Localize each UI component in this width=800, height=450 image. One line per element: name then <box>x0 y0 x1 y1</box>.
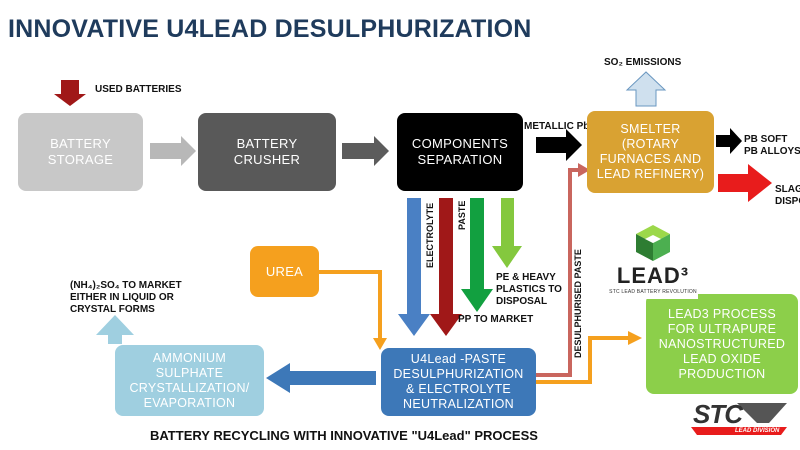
components-separation-line-2: SEPARATION <box>417 152 503 167</box>
pb-soft-arrow <box>716 128 742 154</box>
desulphurised-paste-label: DESULPHURISED PASTE <box>573 249 583 358</box>
nh4-label-2: EITHER IN LIQUID OR <box>70 292 174 303</box>
nh4-label-1: (NH₄)₂SO₄ TO MARKET <box>70 280 182 291</box>
lead3-logo: LEAD³ STC LEAD BATTERY REVOLUTION <box>608 221 698 299</box>
used-batteries-label: USED BATTERIES <box>95 84 182 95</box>
desulphurised-paste-line <box>536 168 580 377</box>
so2-emissions-arrow <box>625 71 667 107</box>
u4lead-line-2: DESULPHURIZATION <box>393 367 524 381</box>
u4lead-line-3: & ELECTROLYTE <box>405 382 512 396</box>
urea-feed-arrowhead <box>373 338 387 350</box>
ammonium-line-2: SULPHATE <box>155 365 224 380</box>
pp-to-market-label: PP TO MARKET <box>458 314 534 325</box>
slag-label-2: DISPO <box>775 196 800 207</box>
slag-label-1: SLAG <box>775 184 800 195</box>
u4lead-line-1: U4Lead -PASTE <box>410 352 507 366</box>
lead3-line-3: NANOSTRUCTURED <box>658 336 786 351</box>
ammonium-line-1: AMMONIUM <box>152 350 227 365</box>
battery-storage-line-1: BATTERY <box>50 136 111 151</box>
storage-to-crusher-arrow <box>150 136 196 166</box>
footer-caption: BATTERY RECYCLING WITH INNOVATIVE "U4Lea… <box>150 428 538 443</box>
u4lead-to-lead3-line <box>536 336 630 384</box>
to-ammonium-arrow <box>266 363 376 393</box>
urea-feed-line <box>319 270 382 340</box>
pb-soft-label: PB SOFT <box>744 134 788 145</box>
lead3-line-4: LEAD OXIDE <box>682 351 762 366</box>
lead3-logo-name: LEAD³ <box>616 263 690 288</box>
paste-label: PASTE <box>457 200 467 230</box>
components-separation-line-1: COMPONENTS <box>411 136 509 151</box>
so2-emissions-label: SO₂ EMISSIONS <box>604 57 682 68</box>
u4lead-to-lead3-arrowhead <box>628 331 642 345</box>
u4lead-line-4: NEUTRALIZATION <box>403 397 514 411</box>
pe-label-1: PE & HEAVY <box>496 272 556 283</box>
lead3-cube-icon <box>636 225 670 261</box>
electrolyte-label: ELECTROLYTE <box>425 202 435 268</box>
ammonium-line-4: EVAPORATION <box>143 395 236 410</box>
lead3-line-2: FOR ULTRAPURE <box>667 321 777 336</box>
stc-logo: STC LEAD DIVISION <box>689 397 789 441</box>
pe-label-2: PLASTICS TO <box>496 284 562 295</box>
crusher-to-separation-arrow <box>342 136 389 166</box>
metallic-pb-arrow <box>536 129 582 161</box>
lead3-line-5: PRODUCTION <box>678 366 766 381</box>
smelter-line-3: FURNACES AND <box>599 152 702 166</box>
urea-box: UREA <box>250 246 319 297</box>
electrolyte-arrow <box>398 198 430 336</box>
slag-disposal-arrow <box>718 164 772 202</box>
stc-logo-text: STC <box>693 399 743 429</box>
pp-to-market-arrow <box>461 198 493 312</box>
smelter-line-2: (ROTARY <box>621 137 680 151</box>
battery-crusher-line-2: CRUSHER <box>233 152 301 167</box>
ammonium-to-market-arrow <box>96 315 134 344</box>
nh4-label-3: CRYSTAL FORMS <box>70 304 155 315</box>
urea-label: UREA <box>265 263 304 279</box>
pe-disposal-arrow <box>492 198 522 268</box>
desulphurised-paste-arrowhead <box>578 163 590 177</box>
stc-division-text: LEAD DIVISION <box>735 428 780 434</box>
pb-alloys-label: PB ALLOYS <box>744 146 800 157</box>
page-title: INNOVATIVE U4LEAD DESULPHURIZATION <box>8 15 532 43</box>
pe-label-3: DISPOSAL <box>496 296 548 307</box>
smelter-line-4: LEAD REFINERY) <box>596 167 705 181</box>
smelter-line-1: SMELTER <box>620 122 681 136</box>
metallic-pb-label: METALLIC Pb <box>524 121 590 132</box>
lead3-logo-tagline: STC LEAD BATTERY REVOLUTION <box>609 289 697 295</box>
paste-arrow <box>430 198 462 336</box>
ammonium-line-3: CRYSTALLIZATION/ <box>129 380 250 395</box>
lead3-line-1: LEAD3 PROCESS <box>667 306 777 321</box>
stc-logo-mark <box>691 403 787 435</box>
battery-storage-line-2: STORAGE <box>47 152 114 167</box>
used-batteries-arrow <box>54 80 86 106</box>
battery-crusher-line-1: BATTERY <box>236 136 298 151</box>
